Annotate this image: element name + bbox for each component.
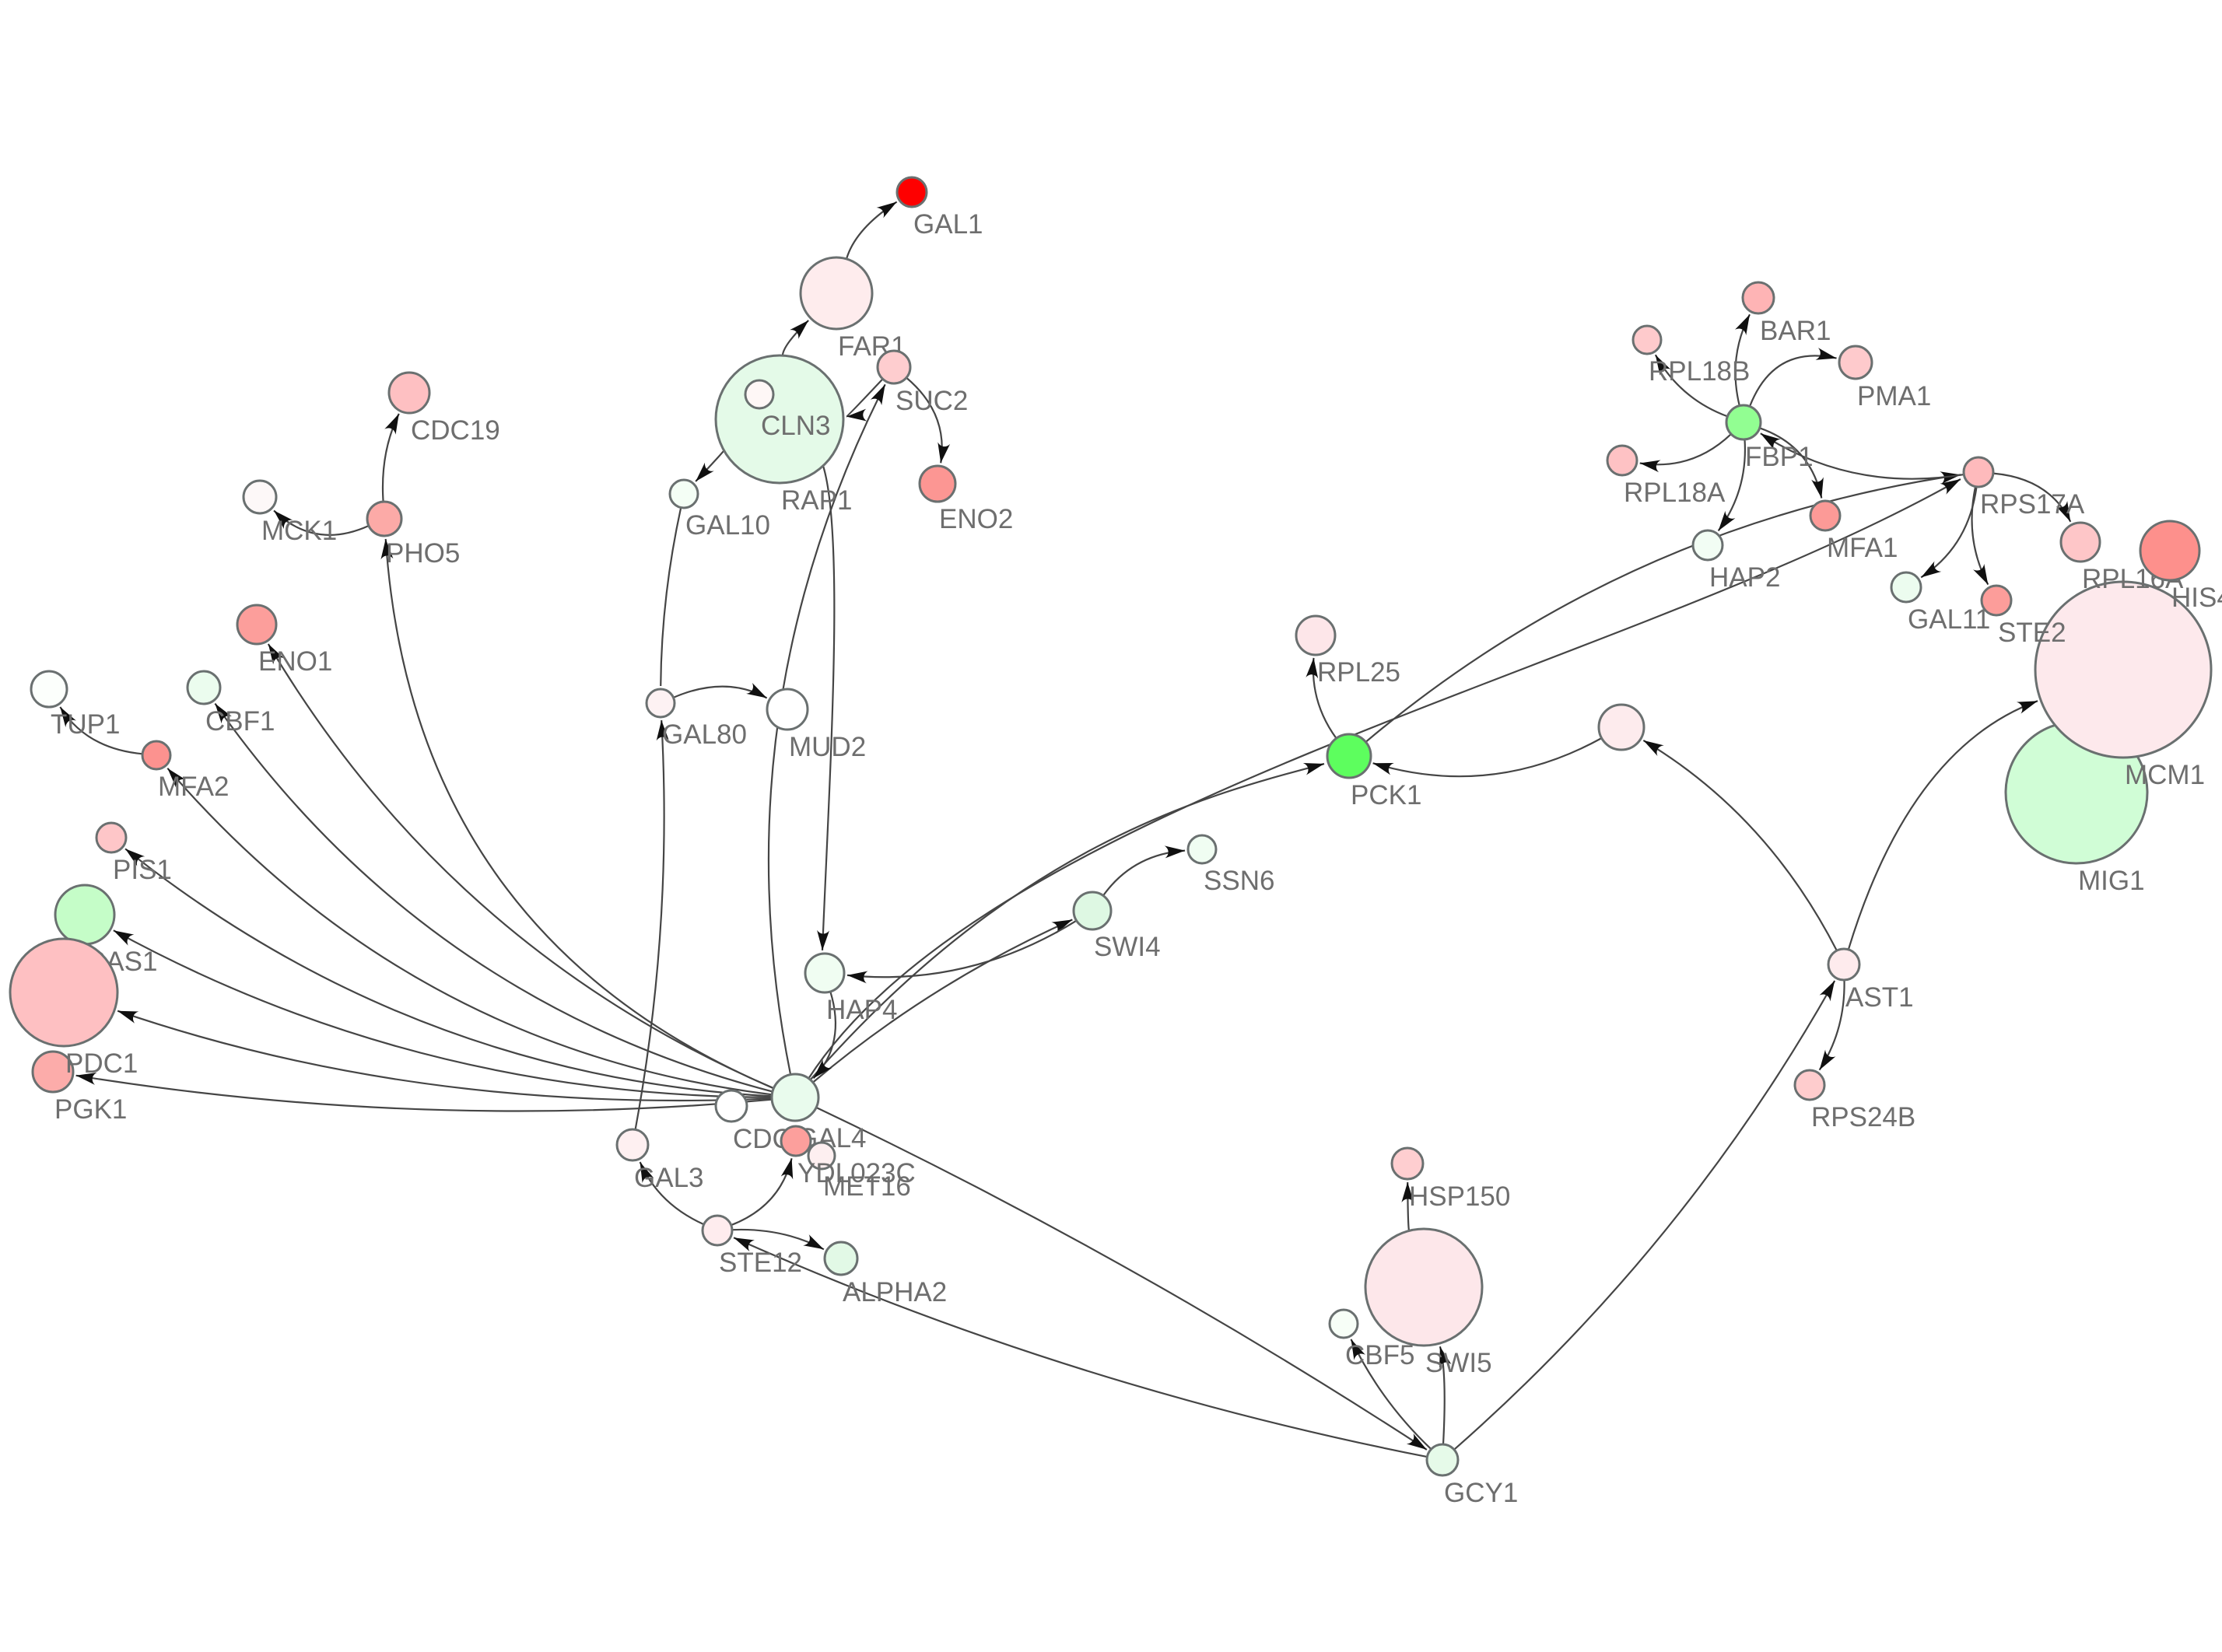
svg-text:SUC2: SUC2 xyxy=(895,386,968,416)
svg-text:GAL10: GAL10 xyxy=(685,510,770,541)
svg-text:PIS1: PIS1 xyxy=(113,855,172,885)
svg-text:PCK1: PCK1 xyxy=(1351,780,1421,810)
svg-text:ALPHA2: ALPHA2 xyxy=(843,1277,947,1307)
svg-text:HIS4: HIS4 xyxy=(2171,583,2222,613)
svg-text:RPL18A: RPL18A xyxy=(1624,478,1726,508)
svg-text:RPL25: RPL25 xyxy=(1317,657,1400,688)
svg-text:ENO1: ENO1 xyxy=(258,646,332,677)
svg-text:CBF1: CBF1 xyxy=(205,706,275,737)
svg-text:CLN3: CLN3 xyxy=(761,411,830,441)
svg-text:HAP4: HAP4 xyxy=(826,995,897,1025)
svg-text:MCM1: MCM1 xyxy=(2125,760,2205,790)
svg-text:GAL1: GAL1 xyxy=(913,209,983,240)
svg-text:FBP1: FBP1 xyxy=(1745,442,1814,472)
svg-text:PHO5: PHO5 xyxy=(386,538,460,569)
svg-text:MET16: MET16 xyxy=(823,1171,911,1202)
svg-text:SWI5: SWI5 xyxy=(1425,1348,1492,1378)
svg-text:MCK1: MCK1 xyxy=(261,516,337,546)
svg-text:GAL3: GAL3 xyxy=(634,1163,704,1193)
svg-text:RPS17A: RPS17A xyxy=(1980,489,2085,520)
svg-text:SSN6: SSN6 xyxy=(1204,866,1274,896)
svg-text:AST1: AST1 xyxy=(1845,982,1914,1013)
svg-text:MIG1: MIG1 xyxy=(2078,866,2145,896)
svg-text:YDL023C: YDL023C xyxy=(797,1158,916,1188)
svg-text:PGK1: PGK1 xyxy=(54,1094,127,1125)
svg-text:CBF5: CBF5 xyxy=(1345,1340,1414,1370)
svg-text:RPL18B: RPL18B xyxy=(1649,356,1750,387)
svg-text:TUP1: TUP1 xyxy=(51,709,120,740)
svg-text:BAR1: BAR1 xyxy=(1760,316,1831,346)
svg-text:RAP1: RAP1 xyxy=(781,485,852,516)
svg-text:SWI4: SWI4 xyxy=(1094,932,1161,962)
svg-text:STE12: STE12 xyxy=(719,1248,802,1278)
svg-text:GAL80: GAL80 xyxy=(662,719,747,750)
svg-text:MFA1: MFA1 xyxy=(1827,533,1898,563)
svg-text:MUD2: MUD2 xyxy=(789,732,866,762)
svg-text:HAP2: HAP2 xyxy=(1709,562,1780,593)
svg-text:GAL11: GAL11 xyxy=(1908,604,1990,635)
svg-text:RPS24B: RPS24B xyxy=(1811,1102,1915,1132)
svg-text:MFA2: MFA2 xyxy=(158,772,229,802)
svg-text:PMA1: PMA1 xyxy=(1857,381,1931,411)
svg-text:CDC19: CDC19 xyxy=(411,415,500,446)
svg-text:GCY1: GCY1 xyxy=(1444,1478,1518,1508)
svg-text:PDC1: PDC1 xyxy=(65,1048,138,1079)
svg-text:STE2: STE2 xyxy=(1998,618,2066,648)
svg-text:HSP150: HSP150 xyxy=(1409,1181,1510,1212)
svg-text:ENO2: ENO2 xyxy=(939,504,1013,534)
